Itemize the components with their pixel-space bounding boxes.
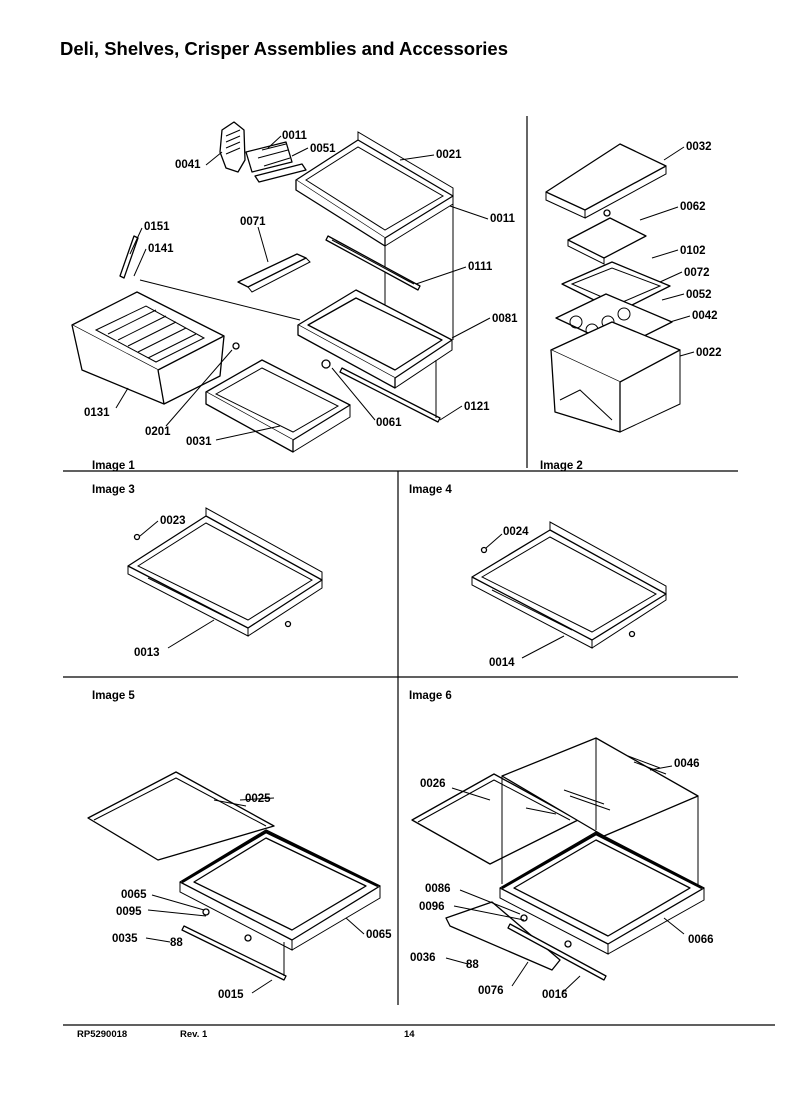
- footer-page-number: 14: [404, 1029, 415, 1040]
- upper-shelf-part: [295, 131, 454, 340]
- image-label-1: Image 1: [92, 460, 135, 472]
- image-label-4: Image 4: [409, 484, 452, 496]
- callout-0051: 0051: [310, 143, 336, 155]
- callout-0025: 0025: [245, 793, 271, 805]
- drawer-cover-part: [237, 253, 311, 293]
- callout-0026: 0026: [420, 778, 446, 790]
- image-label-2: Image 2: [540, 460, 583, 472]
- deli-cover-part: [545, 143, 667, 219]
- callout-0071: 0071: [240, 216, 266, 228]
- callout-0014: 0014: [489, 657, 515, 669]
- callout-0011-bracket: 0011: [282, 130, 308, 142]
- callout-0052: 0052: [686, 289, 712, 301]
- callout-0072: 0072: [684, 267, 710, 279]
- callout-0041: 0041: [175, 159, 201, 171]
- crisper-drawer-part: [71, 291, 225, 405]
- slide-strip-part: [325, 235, 421, 291]
- callout-0042: 0042: [692, 310, 718, 322]
- image1-leaders: [115, 135, 491, 441]
- callout-0066: 0066: [688, 934, 714, 946]
- svg-text:88: 88: [466, 959, 479, 971]
- callout-0032: 0032: [686, 141, 712, 153]
- callout-0061: 0061: [376, 417, 402, 429]
- callout-0035: 0035: [112, 933, 138, 945]
- image3-drawing: [127, 507, 323, 649]
- image2-leaders: [639, 146, 695, 357]
- callout-0151: 0151: [144, 221, 170, 233]
- callout-0111: 0111: [468, 261, 493, 273]
- image4-drawing: [471, 521, 667, 659]
- footer-revision: Rev. 1: [180, 1029, 208, 1040]
- callout-0121: 0121: [464, 401, 490, 413]
- callout-0062: 0062: [680, 201, 706, 213]
- deli-drawer-part: [550, 321, 681, 433]
- callout-0141: 0141: [148, 243, 174, 255]
- screw-part: [232, 342, 240, 350]
- callout-0201: 0201: [145, 426, 171, 438]
- callout-0036: 0036: [410, 952, 436, 964]
- image-label-5: Image 5: [92, 690, 135, 702]
- image1-drawing: [71, 121, 491, 453]
- callout-0065-left: 0065: [121, 889, 147, 901]
- image5-drawing: 88: [87, 771, 381, 994]
- callout-0096: 0096: [419, 901, 445, 913]
- callout-0065-right: 0065: [366, 929, 392, 941]
- callout-0022: 0022: [696, 347, 722, 359]
- callout-0023: 0023: [160, 515, 186, 527]
- image2-drawing: [545, 143, 695, 433]
- callout-0046: 0046: [674, 758, 700, 770]
- image-label-3: Image 3: [92, 484, 135, 496]
- callout-0015: 0015: [218, 989, 244, 1001]
- deli-control-part: [567, 209, 647, 265]
- image-label-6: Image 6: [409, 690, 452, 702]
- callout-0011-shelf: 0011: [490, 213, 516, 225]
- bracket-part: [245, 141, 307, 183]
- roller-part: [321, 359, 331, 369]
- callout-0021: 0021: [436, 149, 462, 161]
- callout-0013: 0013: [134, 647, 160, 659]
- callout-0102: 0102: [680, 245, 706, 257]
- image6-drawing: 88: [411, 737, 705, 994]
- panel-dividers: [63, 116, 775, 1026]
- footer-doc-number: RP5290018: [77, 1029, 127, 1040]
- lower-shelf-frame-part: [297, 289, 453, 389]
- callout-0095: 0095: [116, 906, 142, 918]
- callout-0016: 0016: [542, 989, 568, 1001]
- slide-rail-part: [339, 360, 441, 423]
- meat-pan-part: [205, 359, 351, 453]
- svg-text:88: 88: [170, 937, 183, 949]
- callout-0024: 0024: [503, 526, 529, 538]
- callout-0086: 0086: [425, 883, 451, 895]
- control-knob-part: [219, 121, 246, 173]
- callout-0076: 0076: [478, 985, 504, 997]
- callout-0031: 0031: [186, 436, 212, 448]
- page-title: Deli, Shelves, Crisper Assemblies and Ac…: [60, 38, 508, 59]
- callout-0081: 0081: [492, 313, 518, 325]
- callout-0131: 0131: [84, 407, 110, 419]
